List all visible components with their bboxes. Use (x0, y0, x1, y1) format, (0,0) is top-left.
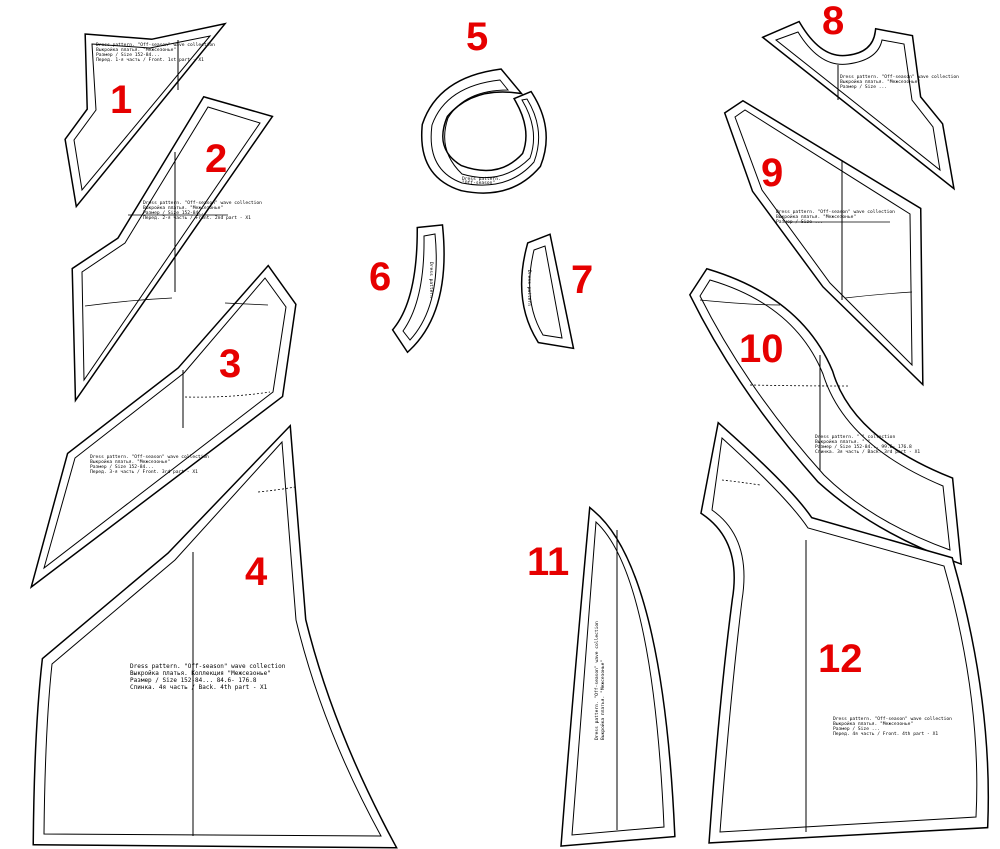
pattern-piece-8: Dress pattern. "Off-season" wave collect… (761, 20, 959, 191)
pattern-piece-1: Dress pattern. "Off-season" wave collect… (64, 22, 227, 209)
pattern-piece-4: Dress pattern. "Off-season" wave collect… (32, 423, 398, 849)
piece-number-1: 1 (110, 78, 132, 122)
piece-9-label-line: Выкройка платья. "Межсезонье" (776, 214, 856, 220)
piece-8-label-line: Dress pattern. "Off-season" wave collect… (840, 74, 959, 80)
piece-2-label-line: Выкройка платья. "Межсезонье" (143, 205, 223, 211)
piece-7-label-line: Dress pattern (526, 270, 532, 306)
piece-4-label-line: Размер / Size 152-84... 84.6- 176.8 (130, 677, 257, 684)
piece-number-10: 10 (739, 327, 784, 371)
piece-12-label-line: Размер / Size ... (833, 726, 880, 732)
piece-3-label-line: Dress pattern. "Off-season" wave collect… (90, 454, 209, 460)
piece-3-label-line: Выкройка платья. "Межсезонье" (90, 459, 170, 465)
piece-10-label-line: Размер / Size 152-84... 99.6- 176.8 (815, 444, 912, 450)
piece-12-label-line: Dress pattern. "Off-season" wave collect… (833, 716, 952, 722)
piece-8-label-line: Размер / Size ... (840, 84, 887, 90)
piece-4-label-line: Dress pattern. "Off-season" wave collect… (130, 663, 286, 670)
piece-12-label-line: Перед. 4я часть / Front. 4th part - X1 (833, 731, 938, 737)
pattern-piece-6: Dress pattern (391, 224, 445, 354)
piece-2-label-line: Перед. 2-я часть / Front. 2nd part - X1 (143, 215, 251, 221)
piece-number-8: 8 (822, 0, 844, 43)
pattern-piece-11: Dress pattern. "Off-season" wave collect… (560, 506, 676, 847)
piece-2-label-line: Размер / Size 152-84... (143, 210, 207, 216)
piece-6-label-line: Dress pattern (428, 262, 434, 298)
piece-number-6: 6 (369, 255, 391, 299)
piece-number-4: 4 (245, 550, 268, 594)
piece-10-label-line: Спинка. 3я часть / Back. 3rd part - X1 (815, 449, 920, 455)
pattern-piece-7: Dress pattern (520, 233, 575, 350)
pattern-piece-2: Dress pattern. "Off-season" wave collect… (71, 95, 274, 403)
piece-10-label-line: Dress pattern. " " collection (815, 434, 895, 440)
piece-1-label-line: Размер / Size 152-84... (96, 52, 160, 58)
piece-9-label-line: Размер / Size ... (776, 219, 823, 225)
piece-3-label-line: Перед. 3-я часть / Front. 3rd part - X1 (90, 469, 198, 475)
piece-4-label-line: Спинка. 4я часть / Back. 4th part - X1 (130, 684, 268, 691)
piece-number-5: 5 (466, 15, 488, 59)
piece-12-label-line: Выкройка платья. "Межсезонье" (833, 721, 913, 727)
piece-1-label-line: Перед. 1-я часть / Front. 1st part - X1 (96, 57, 204, 63)
piece-1-label-line: Выкройка платья. "Межсезонье" (96, 47, 176, 53)
piece-5-label-line: "Off-season" (462, 180, 495, 186)
piece-number-12: 12 (818, 637, 863, 681)
piece-2-label-line: Dress pattern. "Off-season" wave collect… (143, 200, 262, 206)
pattern-piece-10: Dress pattern. " " collection Выкройка п… (688, 267, 963, 566)
piece-1-label-line: Dress pattern. "Off-season" wave collect… (96, 42, 215, 48)
pattern-piece-12: Dress pattern. "Off-season" wave collect… (700, 421, 990, 844)
piece-number-9: 9 (761, 151, 783, 195)
piece-number-3: 3 (219, 342, 241, 386)
piece-8-label-line: Выкройка платья. "Межсезонье" (840, 79, 920, 85)
piece-number-11: 11 (527, 540, 569, 584)
piece-9-label-line: Dress pattern. "Off-season" wave collect… (776, 209, 895, 215)
piece-11-label-line: Выкройка платья. "Межсезонье" (600, 660, 606, 740)
pattern-piece-3: Dress pattern. "Off-season" wave collect… (29, 264, 297, 589)
piece-3-label-line: Размер / Size 152-84... (90, 464, 154, 470)
pattern-piece-5: Dress pattern. "Off-season" (420, 68, 547, 194)
pattern-piece-9: Dress pattern. "Off-season" wave collect… (723, 99, 924, 387)
piece-number-7: 7 (571, 258, 593, 302)
piece-10-label-line: Выкройка платья. " " (815, 439, 870, 445)
piece-5-label-line: Dress pattern. (462, 176, 501, 182)
piece-4-label-line: Выкройка платья. Коллекция "Межсезонье" (130, 670, 271, 677)
piece-11-label-line: Dress pattern. "Off-season" wave collect… (594, 621, 600, 740)
piece-number-2: 2 (205, 137, 227, 181)
